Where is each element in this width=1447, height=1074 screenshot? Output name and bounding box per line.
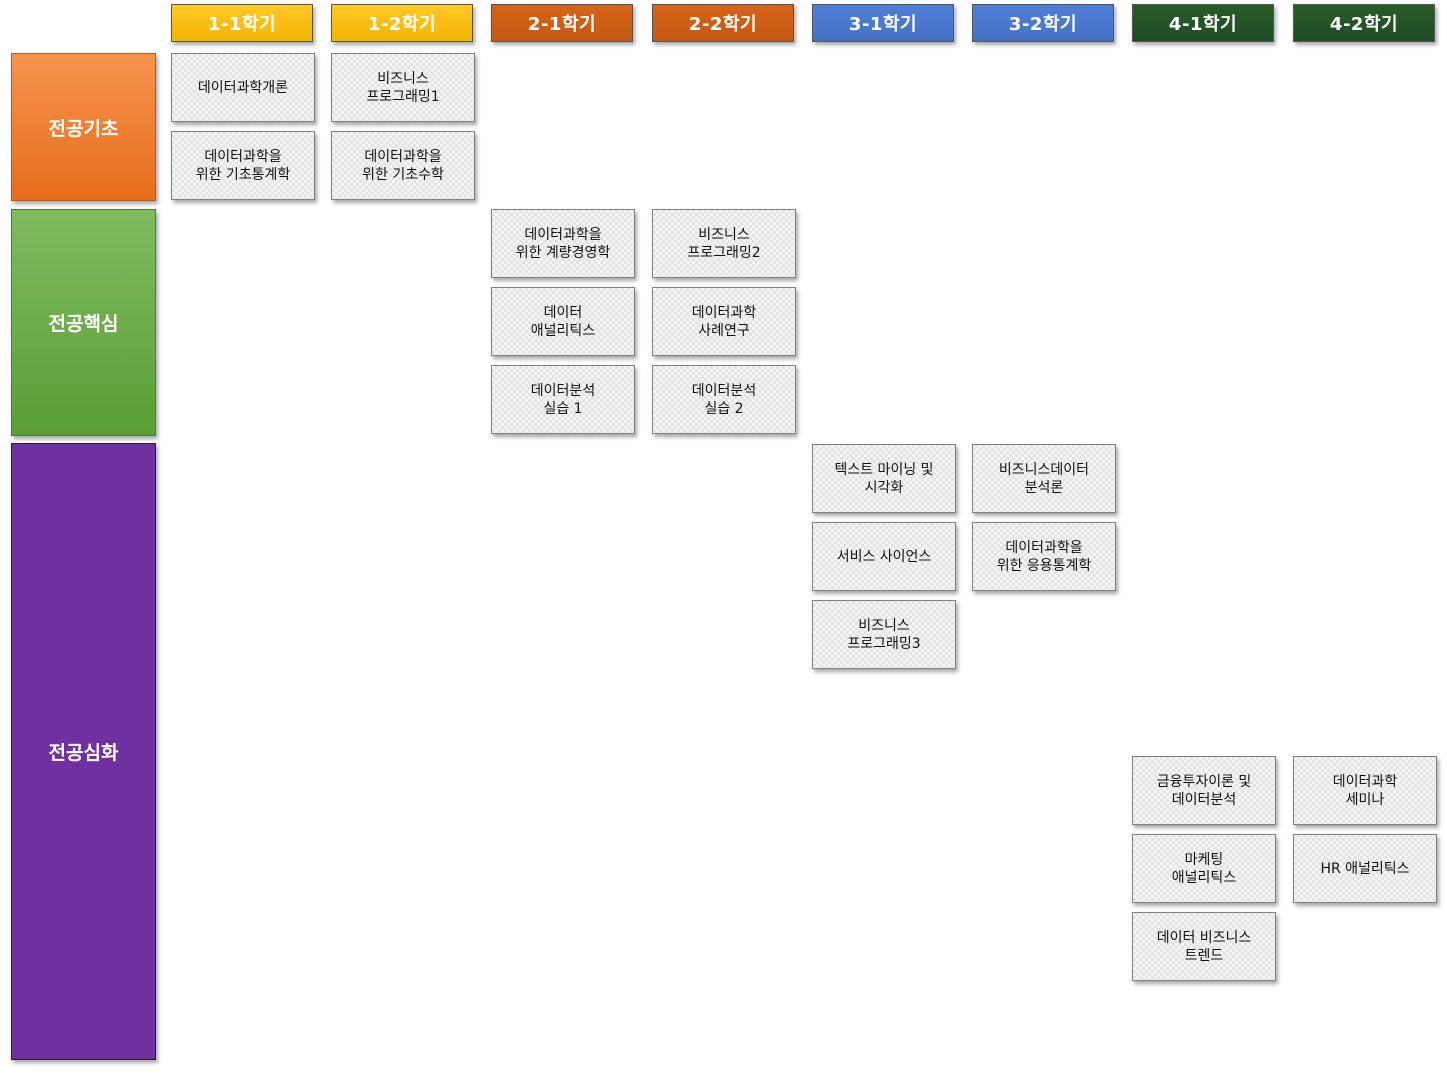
course-box: 데이터과학을 위한 기초수학 [331, 131, 475, 200]
category-major-advanced: 전공심화 [11, 443, 156, 1060]
course-box: 데이터과학을 위한 계량경영학 [491, 209, 635, 278]
course-box: 데이터과학을 위한 기초통계학 [171, 131, 315, 200]
semester-header-4-1: 4-1학기 [1132, 4, 1274, 42]
course-box: 금융투자이론 및 데이터분석 [1132, 756, 1276, 825]
course-box: 데이터과학 세미나 [1293, 756, 1437, 825]
course-box: 서비스 사이언스 [812, 522, 956, 591]
course-box: 비즈니스 프로그래밍3 [812, 600, 956, 669]
category-major-core: 전공핵심 [11, 209, 156, 436]
course-box: 데이터 비즈니스 트렌드 [1132, 912, 1276, 981]
semester-header-3-2: 3-2학기 [972, 4, 1114, 42]
course-box: 데이터분석 실습 2 [652, 365, 796, 434]
course-box: 데이터분석 실습 1 [491, 365, 635, 434]
semester-header-3-1: 3-1학기 [812, 4, 954, 42]
course-box: 데이터과학개론 [171, 53, 315, 122]
semester-header-1-1: 1-1학기 [171, 4, 313, 42]
semester-header-2-2: 2-2학기 [652, 4, 794, 42]
category-major-basic: 전공기초 [11, 53, 156, 201]
course-box: 데이터과학을 위한 응용통계학 [972, 522, 1116, 591]
course-box: 비즈니스 프로그래밍2 [652, 209, 796, 278]
course-box: 데이터 애널리틱스 [491, 287, 635, 356]
course-box: 데이터과학 사례연구 [652, 287, 796, 356]
course-box: 텍스트 마이닝 및 시각화 [812, 444, 956, 513]
course-box: HR 애널리틱스 [1293, 834, 1437, 903]
course-box: 마케팅 애널리틱스 [1132, 834, 1276, 903]
semester-header-4-2: 4-2학기 [1293, 4, 1435, 42]
course-box: 비즈니스데이터 분석론 [972, 444, 1116, 513]
semester-header-2-1: 2-1학기 [491, 4, 633, 42]
course-box: 비즈니스 프로그래밍1 [331, 53, 475, 122]
semester-header-1-2: 1-2학기 [331, 4, 473, 42]
